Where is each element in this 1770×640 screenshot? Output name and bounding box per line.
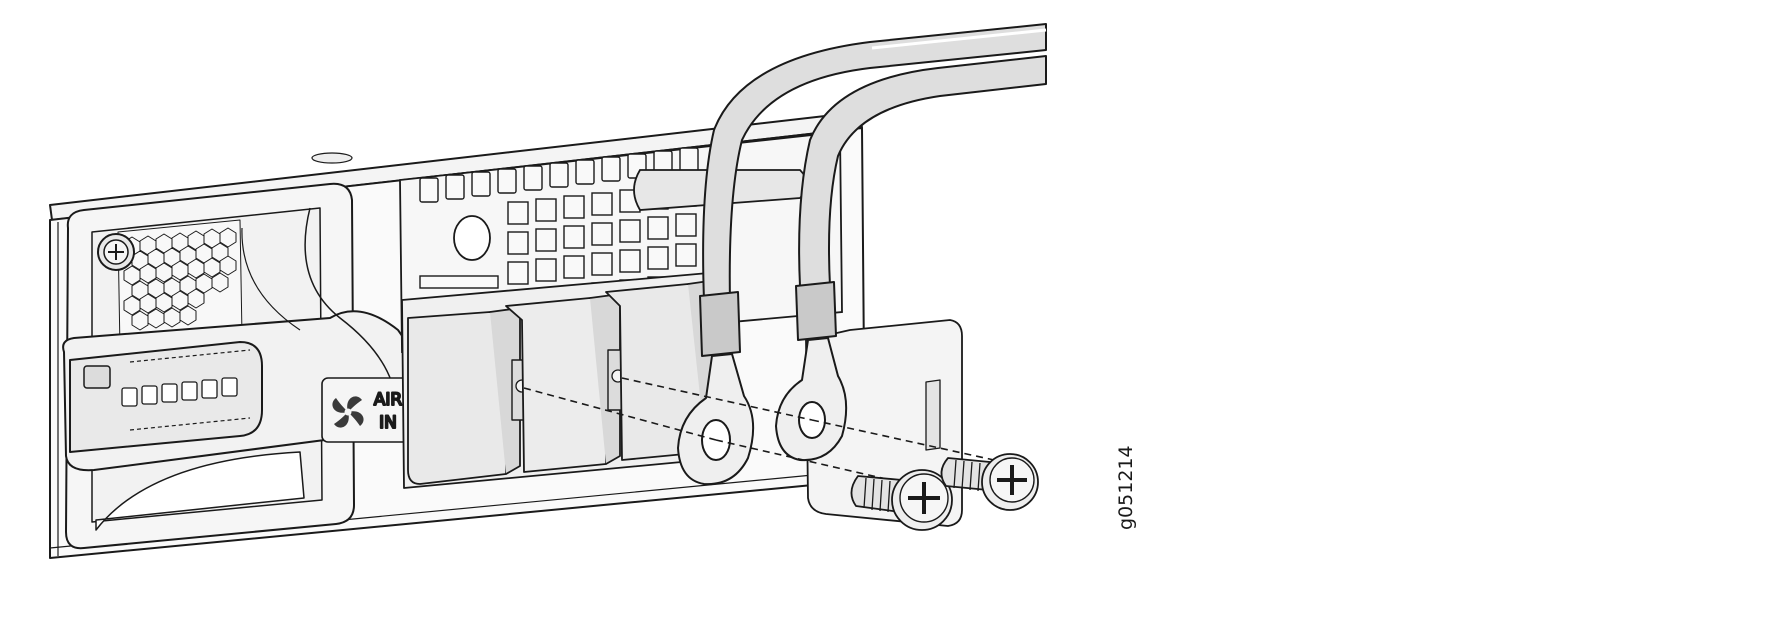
air-in-label-line2: IN — [379, 413, 397, 433]
figure-id: g051214 — [1115, 445, 1137, 530]
fan-module: AIR IN — [62, 182, 415, 550]
terminal-2 — [505, 293, 627, 473]
grounding-cable-2 — [775, 55, 1047, 462]
terminal-block — [401, 271, 725, 489]
screw-2 — [940, 453, 1039, 511]
captive-screw — [97, 233, 135, 271]
terminal-1 — [407, 307, 531, 485]
air-in-badge: AIR IN — [321, 377, 415, 443]
fan-icon — [332, 396, 364, 428]
screw-1 — [850, 469, 953, 531]
alignment-lines — [523, 377, 995, 485]
grounding-cable-1 — [677, 23, 1047, 486]
latch-release — [69, 341, 263, 453]
air-in-label-line1: AIR — [374, 390, 403, 410]
